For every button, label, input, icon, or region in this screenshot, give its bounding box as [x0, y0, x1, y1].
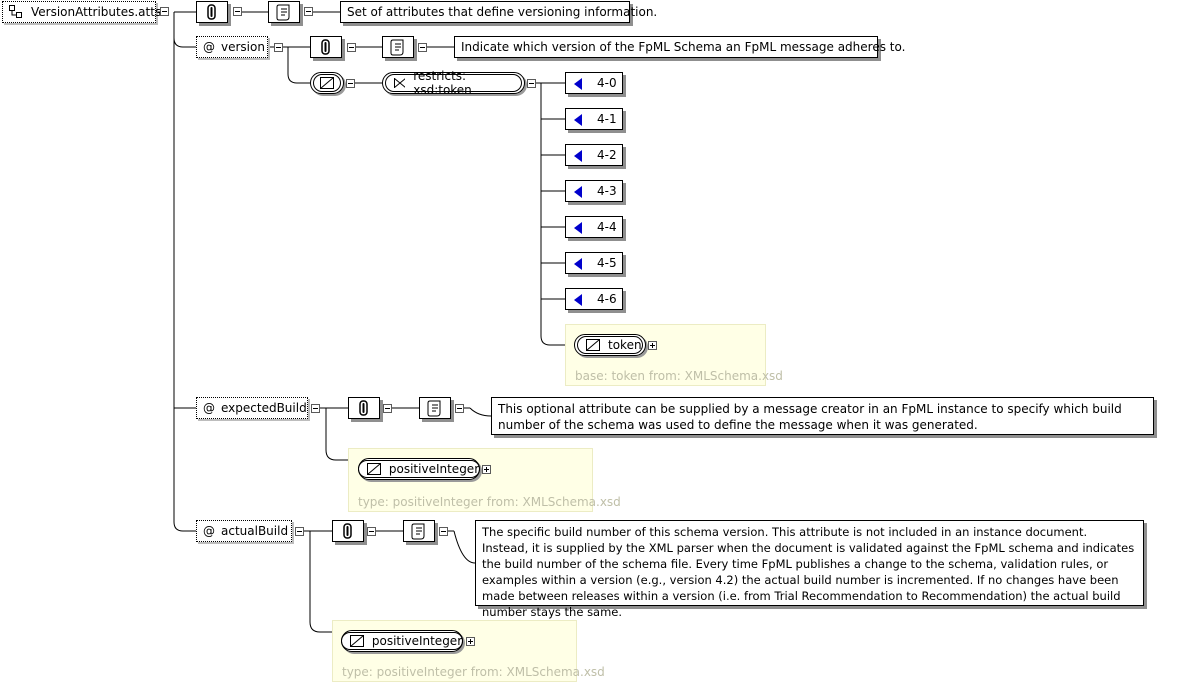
collapse-toggle[interactable] [274, 43, 283, 52]
positiveInteger-type-node[interactable]: positiveInteger [357, 458, 481, 480]
actualBuild-attribute[interactable]: @ actualBuild [196, 520, 292, 542]
expectedBuild-attribute[interactable]: @ expectedBuild [196, 397, 308, 419]
collapse-toggle[interactable] [233, 7, 242, 16]
positiveInteger-type-node[interactable]: positiveInteger [340, 630, 464, 652]
attribute-icon: @ [203, 401, 215, 415]
attribute-icon: @ [203, 40, 215, 54]
annotation-icon[interactable] [348, 397, 380, 419]
collapse-toggle[interactable] [439, 527, 448, 536]
enumeration-value[interactable]: 4-2 [565, 144, 623, 166]
simple-type-icon[interactable] [310, 72, 344, 94]
root-attribute-group[interactable]: VersionAttributes.atts [2, 1, 161, 23]
enumeration-value[interactable]: 4-6 [565, 288, 623, 310]
enumeration-triangle-icon [574, 186, 582, 198]
enumeration-triangle-icon [574, 294, 582, 306]
expectedBuild-documentation: This optional attribute can be supplied … [491, 397, 1154, 435]
simple-type-icon [366, 463, 381, 475]
annotation-icon[interactable] [196, 1, 228, 23]
actualBuild-type-footer: type: positiveInteger from: XMLSchema.xs… [342, 665, 605, 679]
root-documentation: Set of attributes that define versioning… [340, 1, 657, 23]
enumeration-triangle-icon [574, 150, 582, 162]
collapse-toggle[interactable] [160, 7, 169, 16]
documentation-scroll-icon[interactable] [403, 520, 435, 542]
enumeration-triangle-icon [574, 78, 582, 90]
enumeration-value[interactable]: 4-4 [565, 216, 623, 238]
expand-toggle[interactable] [648, 341, 657, 350]
annotation-icon[interactable] [310, 36, 342, 58]
collapse-toggle[interactable] [418, 43, 427, 52]
collapse-toggle[interactable] [383, 404, 392, 413]
expectedBuild-type-footer: type: positiveInteger from: XMLSchema.xs… [358, 495, 621, 509]
enumeration-value[interactable]: 4-3 [565, 180, 623, 202]
actualBuild-label: actualBuild [221, 524, 289, 538]
collapse-toggle[interactable] [455, 404, 464, 413]
documentation-scroll-icon[interactable] [419, 397, 451, 419]
annotation-icon[interactable] [332, 520, 364, 542]
enumeration-value[interactable]: 4-5 [565, 252, 623, 274]
simple-type-icon [349, 635, 364, 647]
collapse-toggle[interactable] [295, 527, 304, 536]
expectedBuild-label: expectedBuild [221, 401, 307, 415]
base-type-footer: base: token from: XMLSchema.xsd [575, 369, 783, 383]
restriction-bowtie-icon [394, 78, 406, 88]
enumeration-triangle-icon [574, 114, 582, 126]
collapse-toggle[interactable] [367, 527, 376, 536]
token-type-node[interactable]: token [574, 334, 646, 356]
version-label: version [221, 40, 265, 54]
collapse-toggle[interactable] [527, 79, 536, 88]
enumeration-value[interactable]: 4-0 [565, 72, 623, 94]
collapse-toggle[interactable] [346, 79, 355, 88]
base-type-panel: base: token from: XMLSchema.xsd [565, 324, 783, 386]
enumeration-triangle-icon [574, 258, 582, 270]
documentation-scroll-icon[interactable] [382, 36, 414, 58]
root-label: VersionAttributes.atts [31, 5, 162, 19]
enumeration-value[interactable]: 4-1 [565, 108, 623, 130]
simple-type-icon [586, 339, 600, 351]
version-attribute[interactable]: @ version [196, 36, 268, 58]
expand-toggle[interactable] [466, 637, 475, 646]
attribute-icon: @ [203, 524, 215, 538]
restriction-node[interactable]: restricts: xsd:token [382, 69, 525, 97]
actualBuild-documentation: The specific build number of this schema… [475, 520, 1144, 619]
collapse-toggle[interactable] [347, 43, 356, 52]
attribute-group-icon [9, 5, 23, 19]
version-documentation: Indicate which version of the FpML Schem… [454, 36, 905, 58]
collapse-toggle[interactable] [304, 7, 313, 16]
enumeration-triangle-icon [574, 222, 582, 234]
expand-toggle[interactable] [482, 465, 491, 474]
collapse-toggle[interactable] [311, 404, 320, 413]
documentation-scroll-icon[interactable] [268, 1, 300, 23]
